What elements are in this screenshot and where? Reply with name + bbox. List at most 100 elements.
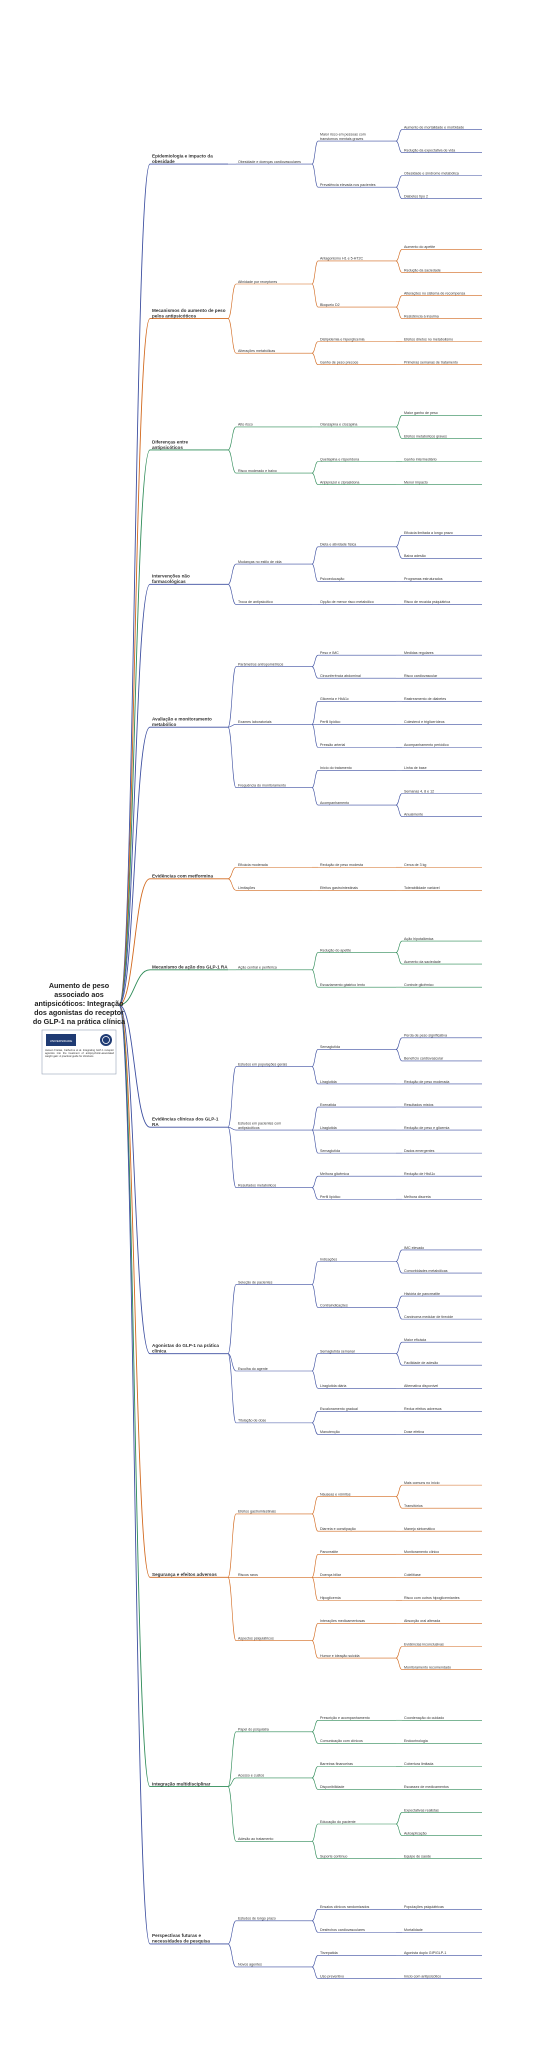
connector-lines — [118, 129, 482, 1979]
subtopic: Titulação de dose — [238, 1419, 266, 1423]
leaf-note: Carcinoma medular de tireoide — [404, 1315, 453, 1319]
child-connector — [395, 140, 403, 153]
root-title-line: do GLP-1 na prática clínica — [33, 1017, 126, 1026]
leaf-note: Redução de peso e glicemia — [404, 1126, 449, 1130]
detail-node: Náuseas e vômitos — [320, 1492, 351, 1496]
child-connector — [227, 1513, 237, 1578]
branch-connector — [118, 726, 151, 1006]
child-connector — [311, 140, 319, 165]
branch-topic: Integração multidisciplinar — [152, 1781, 211, 1786]
subtopic: Alto risco — [238, 423, 253, 427]
child-connector — [227, 726, 237, 789]
detail-node: Escalonamento gradual — [320, 1407, 358, 1411]
detail-node: Redução de peso modesta — [320, 863, 363, 867]
child-connector — [311, 1777, 319, 1790]
subtopic: Aspectos psiquiátricos — [238, 1637, 274, 1641]
child-connector — [395, 534, 403, 548]
child-connector — [311, 1175, 319, 1189]
detail-node: Semaglutida semanal — [320, 1350, 355, 1354]
child-connector — [311, 787, 319, 806]
leaf-note: Aumento do apetite — [404, 245, 435, 249]
detail-node: Aripiprazol e ziprasidona — [320, 480, 359, 484]
leaf-note: Alterações no sistema de recompensa — [404, 291, 465, 295]
paper-reference-text: Jansen Freitas, Catherine et al. Integra… — [45, 1049, 114, 1059]
child-connector — [395, 129, 403, 142]
leaf-note: Efeitos diretos no metabolismo — [404, 337, 453, 341]
child-connector — [311, 1066, 319, 1085]
subtopic: Efeitos gastrointestinais — [238, 1510, 276, 1514]
child-connector — [311, 952, 319, 971]
child-connector — [227, 1786, 237, 1842]
detail-node: Diarreia e constipação — [320, 1527, 356, 1531]
child-connector — [311, 1106, 319, 1131]
leaf-note: Monitoramento recomendado — [404, 1665, 451, 1669]
detail-node: Humor e ideação suicida — [320, 1654, 360, 1658]
child-connector — [311, 1955, 319, 1968]
leaf-note: Melhora discreta — [404, 1195, 431, 1199]
detail-node: Comunicação com clínicos — [320, 1739, 363, 1743]
child-connector — [227, 449, 237, 474]
child-connector — [311, 1920, 319, 1933]
detail-node: Desfechos cardiovasculares — [320, 1928, 365, 1932]
child-connector — [311, 1411, 319, 1424]
leaf-note: Rastreamento de diabetes — [404, 697, 446, 701]
detail-node: Tirzepatida — [320, 1951, 338, 1955]
child-connector — [395, 306, 403, 319]
leaf-note: Linha de base — [404, 766, 427, 770]
child-connector — [311, 1766, 319, 1779]
branch-connector — [118, 583, 151, 1006]
university-seal-inner — [102, 1036, 110, 1044]
child-connector — [311, 969, 319, 988]
child-connector — [227, 878, 237, 891]
subtopic: Ação central e periférica — [238, 966, 277, 970]
child-connector — [395, 249, 403, 262]
child-connector — [395, 1646, 403, 1659]
detail-node: Indicações — [320, 1257, 337, 1261]
detail-node: Início do tratamento — [320, 766, 352, 770]
leaf-note: Transitórios — [404, 1504, 423, 1508]
leaf-note: Coordenação do cuidado — [404, 1716, 444, 1720]
branch-topic: Mecanismo de ação dos GLP-1 RA — [152, 965, 228, 970]
detail-node: Prevalência elevada nos pacientes — [320, 183, 376, 187]
child-connector — [311, 1129, 319, 1154]
child-connector — [311, 1731, 319, 1744]
detail-node: Circunferência abdominal — [320, 674, 361, 678]
detail-node: Glicemia e HbA1c — [320, 697, 349, 701]
leaf-note: Mortalidade — [404, 1928, 423, 1932]
root-title-line: antipsicóticos: Integração — [34, 999, 124, 1008]
child-connector — [311, 1513, 319, 1532]
leaf-note: Risco de recaída psiquiátrica — [404, 600, 450, 604]
child-connector — [395, 1823, 403, 1836]
leaf-note: Tolerabilidade variável — [404, 886, 440, 890]
leaf-note: Perda de peso significativa — [404, 1034, 447, 1038]
subtopic: Riscos raros — [238, 1573, 258, 1577]
detail-node: Semaglutida — [320, 1149, 340, 1153]
branch-connector — [118, 878, 151, 1006]
branch-topic: Segurança e efeitos adversos — [152, 1572, 217, 1577]
child-connector — [311, 546, 319, 565]
child-connector — [395, 546, 403, 559]
child-connector — [395, 1657, 403, 1670]
child-connector — [311, 1261, 319, 1285]
child-connector — [311, 163, 319, 188]
child-connector — [311, 1640, 319, 1659]
leaf-note: Redução da expectativa de vida — [404, 148, 455, 152]
child-connector — [311, 283, 319, 308]
leaf-note: Maior eficácia — [404, 1338, 426, 1342]
detail-node: Ganho de peso precoce — [320, 360, 358, 364]
child-connector — [311, 666, 319, 679]
child-connector — [311, 1049, 319, 1067]
detail-node: Liraglutida diária — [320, 1384, 346, 1388]
child-connector — [227, 1577, 237, 1642]
detail-node: Liraglutida — [320, 1126, 337, 1130]
detail-node: Prescrição e acompanhamento — [320, 1716, 370, 1720]
detail-node: Semaglutida — [320, 1045, 340, 1049]
subtopic: Troca de antipsicótico — [238, 600, 273, 604]
child-connector — [311, 1823, 319, 1842]
child-connector — [311, 1187, 319, 1200]
root-title-line: associado aos — [54, 990, 104, 999]
child-connector — [395, 175, 403, 188]
leaf-note: Resultados mistos — [404, 1103, 434, 1107]
